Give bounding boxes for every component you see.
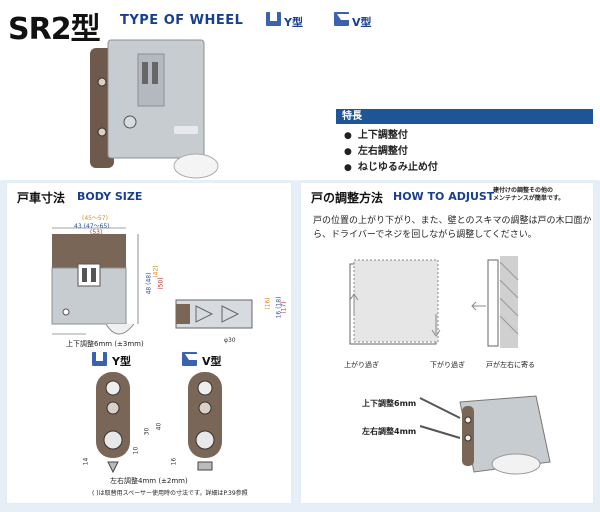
- body-size-title-jp: 戸車寸法: [17, 191, 66, 205]
- adjust-closeup-drawing: [419, 395, 551, 475]
- dim-side-orange: (16): [264, 297, 272, 310]
- body-size-title-en: BODY SIZE: [77, 190, 143, 203]
- y-type-label: Y型: [112, 355, 131, 368]
- product-photo: [90, 39, 219, 179]
- label-too-high: 上がり過ぎ: [344, 361, 379, 369]
- dim-10: 10: [132, 446, 140, 455]
- y-type-drawing: [96, 372, 130, 474]
- adjust-description: 戸の位置の上がり下がり、また、壁とのスキマの調整は戸の木口面から、ドライバーでネ…: [313, 216, 592, 240]
- how-to-adjust-title-jp: 戸の調整方法: [311, 191, 384, 205]
- v-wheel-icon: [334, 12, 354, 26]
- body-size-footnote: ( )は取替用スペーサー使用時の寸法です。詳細はP.39参照: [92, 490, 248, 497]
- side-view-drawing: [175, 299, 253, 329]
- features-heading: 特長: [336, 109, 593, 124]
- dim-16: 16: [170, 457, 178, 466]
- lr-adjust-callout: 左右調整4mm: [362, 427, 417, 436]
- updown-adjust-label: 上下調整6mm (±3mm): [66, 340, 144, 348]
- dim-top-red: (53): [90, 229, 103, 236]
- type-of-wheel-title: TYPE OF WHEEL: [120, 13, 244, 28]
- v-type-label: V型: [202, 355, 222, 368]
- dim-14: 14: [82, 457, 90, 466]
- feature-item: ねじゆるみ止め付: [344, 160, 438, 176]
- how-to-adjust-title-en: HOW TO ADJUST: [393, 190, 495, 203]
- dim-40: 40: [155, 422, 163, 431]
- v-type-drawing: [188, 372, 222, 471]
- y-wheel-icon: [266, 12, 281, 26]
- y-type-icon: [92, 352, 107, 366]
- features-list: 上下調整付 左右調整付 ねじゆるみ止め付: [344, 128, 438, 176]
- dim-height-red: (50): [157, 277, 165, 290]
- type-y-label: Y型: [284, 16, 303, 29]
- model-title: SR2型: [8, 12, 101, 47]
- dim-30: 30: [143, 427, 151, 436]
- dim-height-blue: 48 (48): [145, 272, 153, 295]
- feature-item: 左右調整付: [344, 144, 438, 160]
- label-too-low: 下がり過ぎ: [430, 361, 465, 369]
- dim-height-orange: (42): [152, 265, 160, 278]
- updown-adjust-callout: 上下調整6mm: [362, 399, 417, 408]
- dim-top-orange: (45～57): [82, 215, 108, 222]
- lr-adjust-label: 左右調整4mm (±2mm): [110, 477, 188, 485]
- v-type-icon: [182, 352, 202, 366]
- feature-item: 上下調整付: [344, 128, 438, 144]
- body-size-panel: 戸車寸法 BODY SIZE: [6, 182, 292, 504]
- door-diagram: [349, 256, 519, 348]
- dim-top-blue: 43 (47～65): [74, 223, 110, 230]
- maintenance-note: 建付けの調整その他の メンテナンスが簡単です。: [493, 187, 565, 202]
- dim-diameter: φ30: [224, 337, 236, 344]
- type-v-label: V型: [352, 16, 372, 29]
- front-view-drawing: [51, 227, 139, 335]
- label-shift-sideways: 戸が左右に寄る: [486, 361, 535, 369]
- dim-side-red: (17): [280, 301, 288, 314]
